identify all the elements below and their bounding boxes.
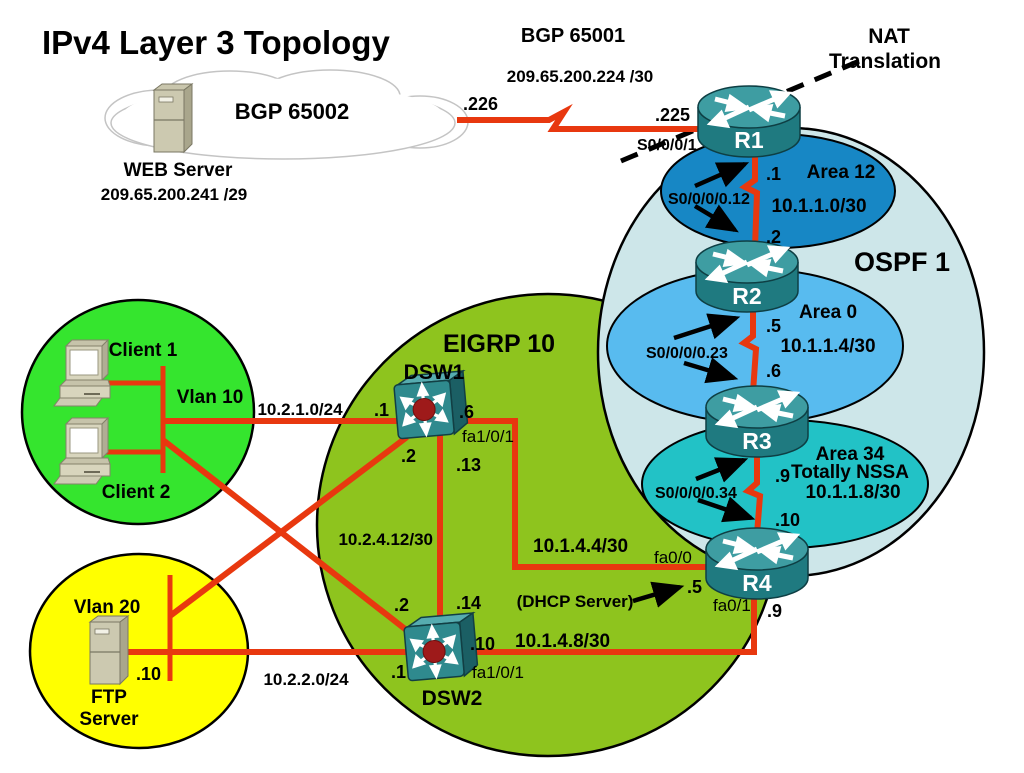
router-r2-label: R2 [732, 283, 761, 309]
dsw2-switch-icon [401, 611, 480, 683]
area34-ip-top: .9 [775, 466, 790, 486]
dsw1-uplink-if: fa1/0/1 [462, 427, 514, 446]
ftp-label-line2: Server [79, 709, 139, 730]
link-r2-r3 [738, 308, 760, 393]
wan-r1-ip: .225 [655, 105, 690, 125]
link-r3-r4 [742, 452, 764, 535]
vlan20-label: Vlan 20 [74, 597, 141, 618]
link-vlan10-dsw1-r4 [163, 418, 710, 570]
nat-label-line1: NAT [868, 25, 910, 48]
uplink1-subnet: 10.1.4.4/30 [533, 536, 628, 557]
uplink2-subnet: 10.1.4.8/30 [515, 631, 610, 652]
area34-subnet: 10.1.1.8/30 [805, 482, 900, 503]
bgp65001-label: BGP 65001 [521, 25, 625, 47]
ftp-server-icon [89, 615, 129, 685]
area12-subnet: 10.1.1.0/30 [771, 196, 866, 217]
dsw2-uplink-ip: .10 [470, 634, 495, 654]
bgp65002-label: BGP 65002 [235, 99, 350, 124]
router-r4-label: R4 [742, 570, 772, 596]
ftp-host-ip: .10 [136, 664, 161, 684]
ftp-label-line1: FTP [91, 687, 127, 708]
arrow-s34-down [697, 496, 756, 523]
area0-ip-bottom: .6 [766, 361, 781, 381]
web-server-label: WEB Server [124, 160, 233, 181]
dsw2-label: DSW2 [422, 687, 483, 710]
area0-name: Area 0 [799, 302, 857, 323]
dhcp-note: (DHCP Server) [517, 592, 634, 611]
dsw2-vlan10-ip: .2 [394, 595, 409, 615]
vlan10-label: Vlan 10 [177, 387, 244, 408]
arrow-s23-up [673, 313, 741, 341]
r4-fa00-label: fa0/0 [654, 548, 692, 567]
area34-name: Area 34 [816, 444, 885, 465]
router-r3-label: R3 [742, 428, 771, 454]
arrow-s23-down [683, 357, 739, 384]
area12-ip-bottom: .2 [766, 227, 781, 247]
r4-fa01-label: fa0/1 [713, 596, 751, 615]
area34-ip-bottom: .10 [775, 510, 800, 530]
r4-fa00-ip: .5 [687, 577, 702, 597]
interlink-subnet: 10.2.4.12/30 [338, 530, 433, 549]
area12-ip-top: .1 [766, 164, 781, 184]
area34-nssa: Totally NSSA [791, 462, 909, 483]
link-wan [457, 103, 702, 132]
web-server-icon [153, 83, 193, 153]
arrow-s12-up [694, 161, 750, 189]
area0-serial: S0/0/0/0.23 [646, 345, 728, 362]
router-r1-label: R1 [734, 127, 764, 153]
ospf-process-label: OSPF 1 [854, 247, 950, 277]
vlan10-subnet: 10.2.1.0/24 [257, 400, 343, 419]
dsw1-label: DSW1 [404, 361, 465, 384]
vlan20-subnet: 10.2.2.0/24 [263, 670, 349, 689]
r1-wan-interface: S0/0/0/1 [637, 137, 697, 154]
link-dsw1-vlan20 [168, 434, 409, 619]
arrow-s12-down [693, 204, 739, 233]
wan-subnet-label: 209.65.200.224 /30 [507, 67, 654, 86]
area0-ip-top: .5 [766, 316, 781, 336]
link-vlan20-dsw2-r4 [128, 599, 757, 655]
area0-subnet: 10.1.1.4/30 [780, 336, 875, 357]
dsw1-vlan20-ip: .2 [401, 446, 416, 466]
client2-label: Client 2 [102, 482, 171, 503]
r4-fa01-ip: .9 [767, 601, 782, 621]
area34-serial: S0/0/0/0.34 [655, 485, 737, 502]
area12-name: Area 12 [807, 162, 876, 183]
dsw1-vlan10-ip: .1 [374, 400, 389, 420]
dsw2-uplink-if: fa1/0/1 [472, 663, 524, 682]
page-title: IPv4 Layer 3 Topology [42, 24, 390, 61]
eigrp-label: EIGRP 10 [443, 330, 555, 358]
arrow-dhcp [632, 581, 685, 608]
dsw1-interlink-ip: .13 [456, 455, 481, 475]
wan-cloud-ip: .226 [463, 94, 498, 114]
arrow-s34-up [695, 457, 749, 483]
client1-label: Client 1 [109, 340, 178, 361]
web-server-subnet: 209.65.200.241 /29 [101, 185, 248, 204]
dsw1-uplink-ip: .6 [459, 402, 474, 422]
dsw2-interlink-ip: .14 [456, 593, 481, 613]
dsw2-vlan20-ip: .1 [391, 662, 406, 682]
area12-serial: S0/0/0/0.12 [668, 191, 750, 208]
link-vlan10-dsw2 [161, 437, 416, 639]
nat-label-line2: Translation [829, 50, 941, 73]
